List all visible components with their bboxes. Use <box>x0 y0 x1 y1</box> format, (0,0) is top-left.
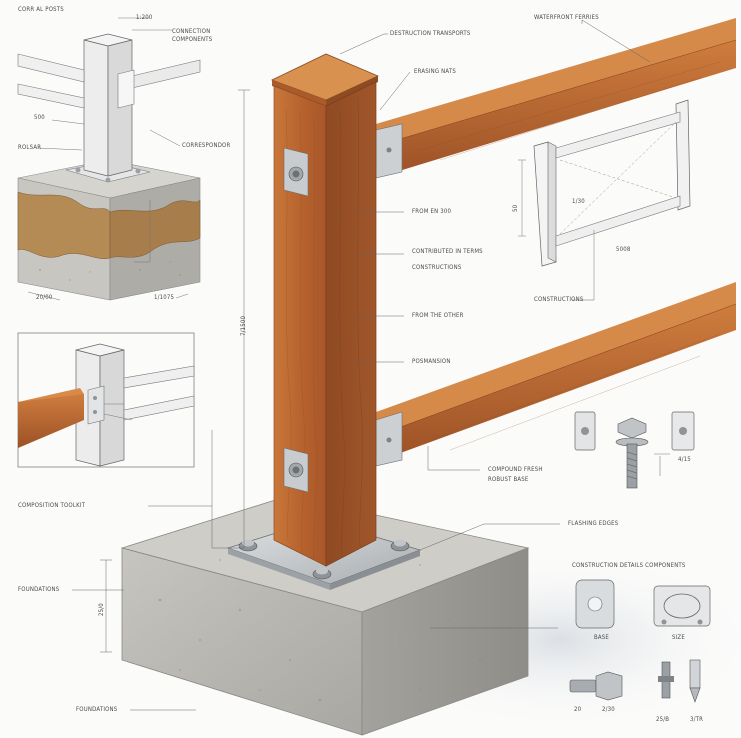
post-label-2a: CONTRIBUTED IN TERMS <box>412 248 483 255</box>
anchor-bolt-icon <box>238 539 410 580</box>
timber-post <box>270 53 379 567</box>
rail-top-label: ERASING NATS <box>414 68 456 75</box>
hardware-label-a: BASE <box>594 634 610 641</box>
frame-dim-b: 1/30 <box>572 198 585 205</box>
bolt-label: 4/15 <box>678 456 691 463</box>
title-label: CORR AL POSTS <box>18 6 64 13</box>
bottom-rail-bracket <box>375 411 403 467</box>
frame-base-label: CONSTRUCTIONS <box>534 296 584 303</box>
top-right-label: WATERFRONT FERRIES <box>534 14 599 21</box>
bottom-rail-label-a: COMPOUND FRESH <box>488 466 543 473</box>
base-dim-label: 25/0 <box>98 603 105 616</box>
post-label-3: FROM THE OTHER <box>412 312 464 319</box>
hardware-label-e: 25/B <box>656 716 670 723</box>
flange-label: FLASHING EDGES <box>568 520 619 527</box>
cap-label: DESTRUCTION TRANSPORTS <box>390 30 471 37</box>
frame-dim-c: 5008 <box>616 246 631 253</box>
hardware-label-f: 3/TR <box>690 716 704 723</box>
inset-bottom-label-a: 20/00 <box>36 294 53 301</box>
bottom-left-label: FOUNDATIONS <box>76 706 118 713</box>
left-base-label: FOUNDATIONS <box>18 586 60 593</box>
post-bracket-upper <box>283 147 309 197</box>
inset-bottom-label-b: 1/1075 <box>154 294 175 301</box>
hardware-upper <box>574 411 695 489</box>
inset-foundation-section <box>17 17 201 301</box>
hardware-label-c: 20 <box>574 706 582 713</box>
top-rail-bracket <box>375 123 403 179</box>
bottom-rail <box>375 282 737 462</box>
rail-frame-detail <box>518 99 691 300</box>
post-label-2b: CONSTRUCTIONS <box>412 264 462 271</box>
inset-cap-label: CONNECTION COMPONENTS <box>172 28 213 43</box>
left-mid-label: COMPOSITION TOOLKIT <box>18 502 86 509</box>
hardware-label-b: SIZE <box>672 634 685 641</box>
post-bracket-lower <box>283 447 309 493</box>
top-rail <box>375 18 737 178</box>
hardware-lower <box>569 579 711 703</box>
frame-dim-a: 50 <box>512 204 519 212</box>
inset-side-label-a: 500 <box>34 114 45 121</box>
post-label-1: FROM EN 300 <box>412 208 452 215</box>
inset-side-label-b: ROLSAR <box>18 144 42 151</box>
post-label-4: POSMANSION <box>412 358 451 365</box>
leader-lines <box>72 19 661 711</box>
hardware-title-label: CONSTRUCTION DETAILS COMPONENTS <box>572 562 686 569</box>
inset-rail-joint <box>18 343 195 467</box>
height-dim-label: 7/1500 <box>240 315 247 336</box>
hardware-label-d: 2/30 <box>602 706 615 713</box>
inset-base-label: CORRESPONDOR <box>182 142 231 149</box>
inset-dim-label: 1:200 <box>136 14 153 21</box>
bottom-rail-label-b: ROBUST BASE <box>488 476 529 483</box>
